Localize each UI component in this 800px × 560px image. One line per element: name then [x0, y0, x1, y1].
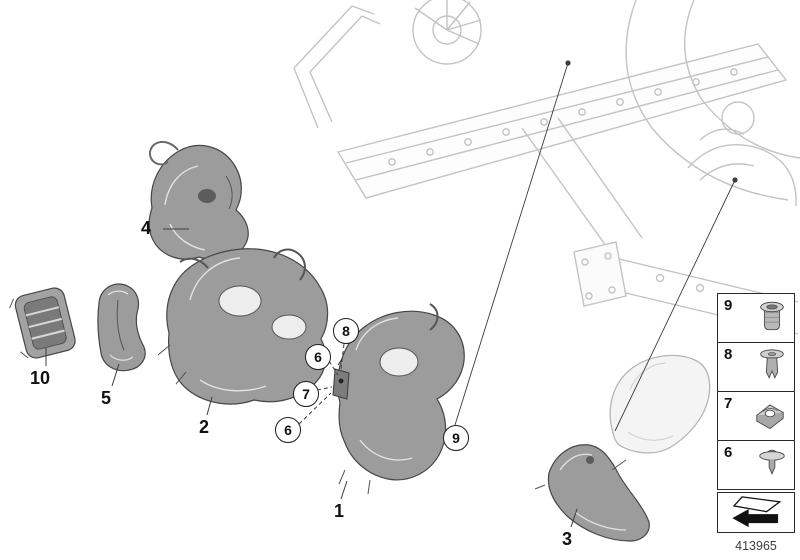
part-3-shape[interactable] [534, 444, 650, 542]
hardware-item-label: 7 [724, 395, 733, 412]
hardware-item-7[interactable]: 7 [717, 391, 795, 441]
part-label-5[interactable]: 5 [101, 388, 112, 408]
background-shield-shape [609, 354, 711, 454]
callout-9[interactable]: 9 [443, 425, 469, 451]
part-10-shape[interactable] [7, 286, 77, 362]
grommet-nut-icon [755, 297, 789, 340]
part-4-shape[interactable] [148, 141, 249, 261]
part-2-shape[interactable] [157, 248, 329, 405]
hardware-item-8[interactable]: 8 [717, 342, 795, 392]
direction-arrow-box[interactable] [717, 492, 795, 533]
hardware-item-label: 6 [724, 444, 733, 461]
callout-6-upper[interactable]: 6 [305, 344, 331, 370]
part-label-10[interactable]: 10 [30, 368, 51, 388]
part-label-2[interactable]: 2 [199, 417, 210, 437]
leader-lines [45, 60, 738, 528]
installation-direction-arrow-icon [724, 492, 788, 533]
callout-7[interactable]: 7 [293, 381, 319, 407]
hardware-item-label: 8 [724, 346, 733, 363]
part-1-shape[interactable] [337, 303, 465, 495]
part-5-shape[interactable] [97, 283, 146, 372]
part-label-3[interactable]: 3 [562, 529, 573, 549]
part-label-4[interactable]: 4 [141, 218, 152, 238]
expansion-rivet-icon [755, 346, 789, 389]
body-structure-lines [293, 0, 800, 335]
hardware-item-label: 9 [724, 297, 733, 314]
mounting-bracket-shape[interactable] [332, 358, 350, 400]
hardware-item-6[interactable]: 6 [717, 440, 795, 490]
hardware-item-9[interactable]: 9 [717, 293, 795, 343]
part-label-1[interactable]: 1 [334, 501, 345, 521]
diagram-number: 413965 [735, 539, 777, 553]
push-pin-icon [755, 445, 789, 486]
callout-8[interactable]: 8 [333, 318, 359, 344]
clip-nut-icon [751, 397, 789, 436]
callout-6-lower[interactable]: 6 [275, 417, 301, 443]
